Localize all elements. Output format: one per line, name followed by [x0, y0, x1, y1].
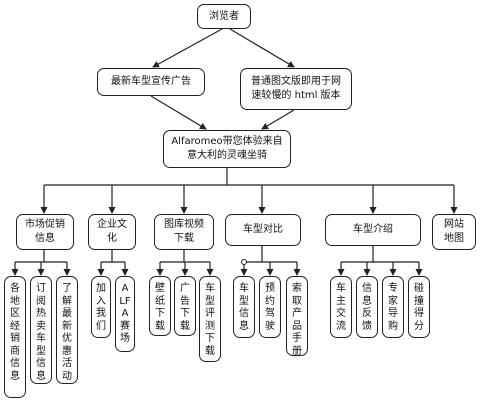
- leaf-promotions: 了解最新优惠活动: [56, 276, 78, 384]
- leaf-dealers: 各地区经销商信息: [4, 276, 26, 398]
- node-site-map: 网站地图: [432, 214, 476, 250]
- node-visitor: 浏览者: [197, 4, 251, 29]
- edge-root-to-html: [229, 28, 295, 68]
- leaf-wallpaper: 壁纸下载: [149, 276, 171, 336]
- node-html-version: 普通图文版即用于网速较慢的 html 版本: [240, 68, 352, 110]
- leaf-review-download: 车型评测下载: [199, 276, 221, 362]
- node-main-page: Alfaromeo带您体验来自意大利的灵魂坐骑: [163, 130, 291, 168]
- node-market-promotion: 市场促销信息: [16, 214, 74, 250]
- node-company-culture: 企业文化: [88, 214, 136, 250]
- leaf-expert-guide: 专家导购: [382, 276, 404, 338]
- edge-ad-to-main: [150, 95, 207, 130]
- leaf-join-us: 加入我们: [91, 276, 111, 338]
- leaf-crash-score: 碰撞得分: [408, 276, 430, 338]
- node-model-intro: 车型介绍: [325, 214, 421, 246]
- edge-html-to-main: [261, 109, 295, 130]
- node-latest-ad: 最新车型宣传广告: [97, 68, 205, 96]
- leaf-alfa-arena: ALFA赛场: [115, 276, 135, 352]
- edge-root-to-ad: [152, 28, 223, 68]
- leaf-test-drive: 预约驾驶: [259, 276, 281, 338]
- leaf-feedback: 信息反馈: [356, 276, 378, 338]
- junction-dot: [241, 259, 247, 265]
- leaf-subscribe: 订阅热卖车型信息: [30, 276, 52, 384]
- node-model-compare: 车型对比: [225, 214, 301, 246]
- node-gallery-download: 图库视频下载: [154, 214, 214, 250]
- leaf-model-info: 车型信息: [233, 276, 255, 338]
- leaf-owner-exchange: 车主交流: [330, 276, 352, 338]
- leaf-ad-download: 广告下载: [174, 276, 196, 336]
- leaf-brochure: 索取产品手册: [286, 276, 308, 357]
